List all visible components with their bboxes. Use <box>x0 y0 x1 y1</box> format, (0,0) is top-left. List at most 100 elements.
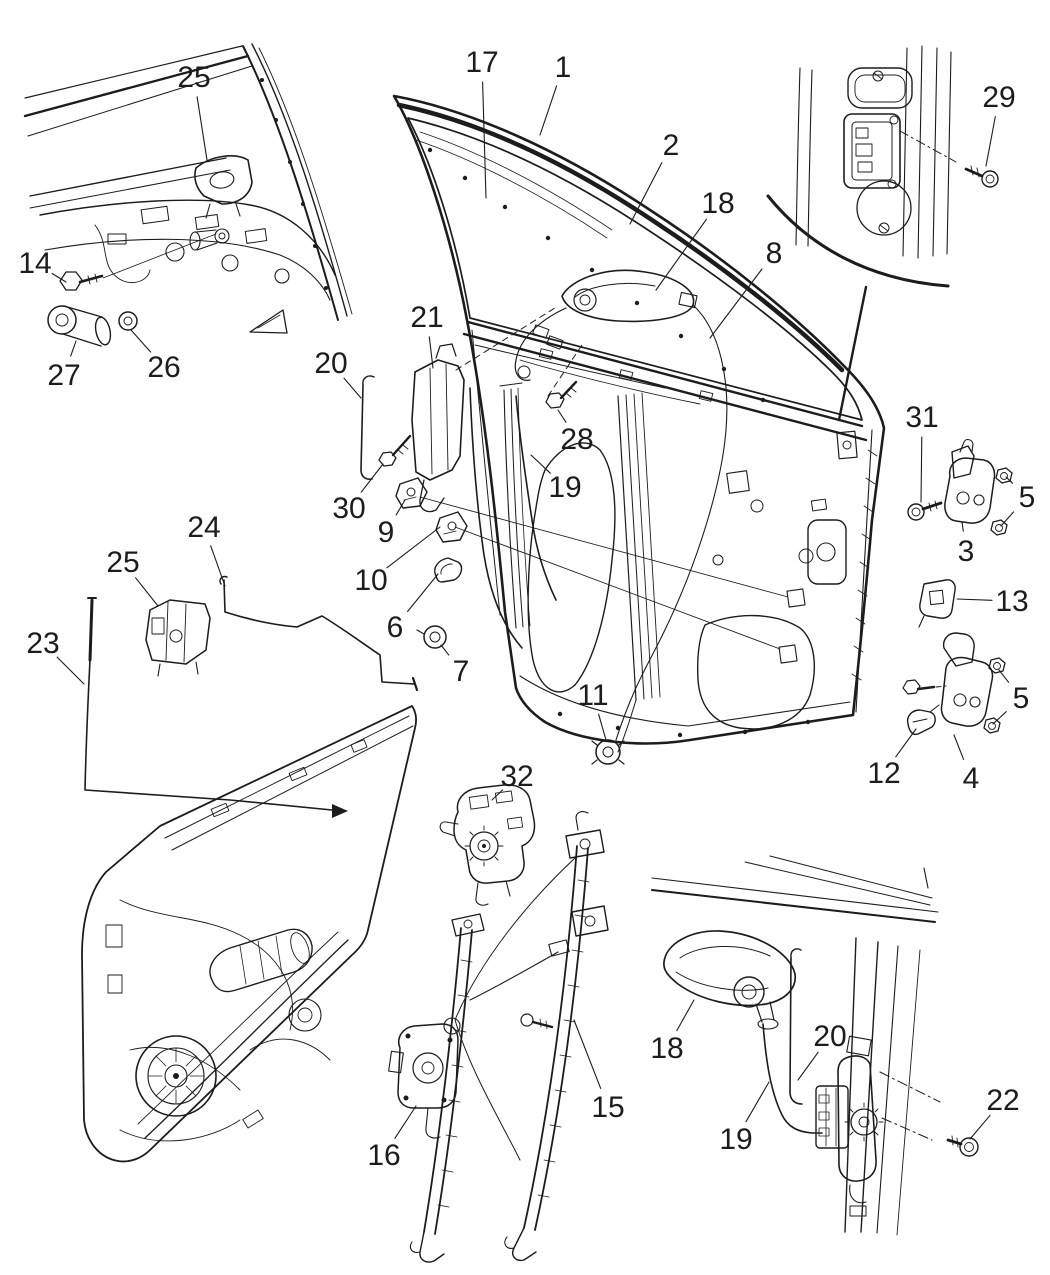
cup-hole <box>816 542 836 562</box>
callout-label-10-14: 10 <box>354 564 387 597</box>
callout-label-32-23: 32 <box>500 760 533 793</box>
construction-line <box>454 526 781 650</box>
hook <box>219 575 228 585</box>
ring <box>135 1035 217 1117</box>
beam-tab <box>210 802 230 818</box>
latch-corner-hole <box>842 440 852 450</box>
head <box>520 1013 534 1027</box>
roof-line <box>27 65 253 137</box>
callout-label-30-12: 30 <box>332 492 365 525</box>
leader-29-5-0 <box>985 116 996 167</box>
threads <box>539 1018 548 1030</box>
nub <box>439 821 459 837</box>
motor-body <box>397 1023 459 1109</box>
mid-hole <box>584 915 596 927</box>
pocket-arc <box>119 1119 241 1142</box>
head <box>902 679 921 695</box>
leader-9-13-0 <box>395 499 406 516</box>
window-corner <box>847 67 913 109</box>
upper-left-door-partial-stroke <box>288 160 292 164</box>
hole <box>1000 472 1008 480</box>
main-door-shell <box>392 94 886 753</box>
end <box>290 932 310 964</box>
roof-line <box>23 54 250 118</box>
callout-label-12-29: 12 <box>867 757 900 790</box>
mid-bracket <box>571 905 609 937</box>
grommet-7 <box>416 625 447 649</box>
pin <box>959 439 974 453</box>
hinge-nut-5d <box>983 717 1001 734</box>
main-door-shell-stroke <box>677 732 683 738</box>
foot <box>512 1227 537 1262</box>
leader-19-16-0 <box>530 454 551 474</box>
drum <box>412 1052 444 1084</box>
shaft <box>921 501 943 511</box>
detail-arc <box>766 194 950 288</box>
foot-hook <box>504 1236 515 1249</box>
screw-29 <box>964 165 999 188</box>
mech-hole <box>221 254 239 272</box>
align-dashdot <box>881 1117 933 1141</box>
callout-label-23-21: 23 <box>26 627 59 660</box>
cable-connector <box>546 335 564 350</box>
panel-hole-round <box>798 548 814 564</box>
detail <box>468 794 490 810</box>
slot <box>873 72 883 80</box>
top-bracket <box>565 829 605 859</box>
slot <box>912 718 928 723</box>
leader-6-17-0 <box>407 573 439 613</box>
align-dashdot <box>899 130 957 163</box>
belt-clip-hole <box>698 390 714 402</box>
cable <box>454 857 576 1161</box>
arm <box>942 632 975 667</box>
body <box>940 656 994 727</box>
mirror-patch-hatch <box>257 314 281 329</box>
center <box>173 1073 179 1079</box>
top-hole <box>463 919 473 929</box>
head <box>907 503 925 521</box>
plate <box>837 1055 877 1182</box>
slot <box>928 589 945 606</box>
stem <box>755 1001 775 1023</box>
belt-line <box>462 332 868 442</box>
glass-run <box>415 139 608 239</box>
foot <box>918 615 925 628</box>
bracket-21 <box>411 343 465 513</box>
ring <box>118 311 138 331</box>
hole <box>447 521 457 531</box>
outer <box>595 739 621 765</box>
beam-tab <box>350 739 368 753</box>
latch-cup-area <box>807 498 847 585</box>
handle-end <box>678 291 698 309</box>
module-slot <box>242 1109 264 1129</box>
upper-left-door-partial-stroke <box>324 286 328 290</box>
mech-hole <box>165 242 185 262</box>
leader-5-25-1 <box>1000 511 1015 527</box>
align-dashdot <box>879 1071 941 1103</box>
armrest-cylinder <box>209 928 313 993</box>
gear-inner <box>477 839 491 853</box>
shaft <box>531 1020 554 1029</box>
main-door-shell-stroke <box>462 175 468 181</box>
callout-label-5-25: 5 <box>1019 481 1036 514</box>
panel-hole <box>726 470 750 494</box>
callout-label-14-7: 14 <box>18 247 51 280</box>
shut-face-inner <box>855 429 873 713</box>
module-slot <box>105 924 123 948</box>
leader-20-35-0 <box>797 1051 819 1081</box>
block-slot <box>818 1094 830 1104</box>
rod <box>469 387 523 649</box>
rods-19 <box>469 387 557 649</box>
upper-left-door-partial-stroke <box>313 244 317 248</box>
cable-pulley <box>517 365 531 379</box>
leader-18-3-0 <box>655 218 707 291</box>
body <box>944 457 996 524</box>
callout-label-31-24: 31 <box>905 401 938 434</box>
hinge-screw-lower <box>902 679 947 695</box>
a-pillar-edge <box>242 45 339 321</box>
connector <box>388 1050 404 1074</box>
main-door-shell-stroke <box>589 267 595 273</box>
panel-hole <box>778 644 798 664</box>
outline <box>145 599 211 665</box>
